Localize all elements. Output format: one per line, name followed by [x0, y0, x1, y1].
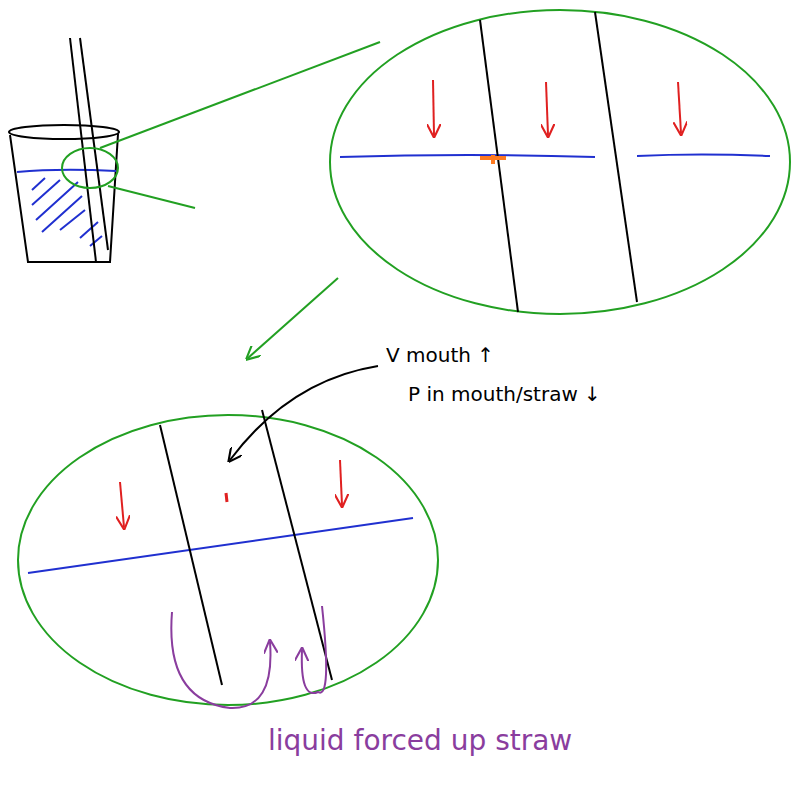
beaker	[9, 125, 119, 262]
zoom-leaders	[62, 42, 380, 358]
annotation-label: liquid forced up straw	[268, 724, 572, 758]
annotation-label: P in mouth/straw ↓	[408, 382, 601, 406]
upper-zoom	[330, 10, 790, 314]
annotation-label: V mouth ↑	[386, 343, 494, 367]
callout-arrow	[230, 366, 378, 460]
lower-zoom	[18, 410, 438, 708]
liquid	[17, 170, 116, 246]
